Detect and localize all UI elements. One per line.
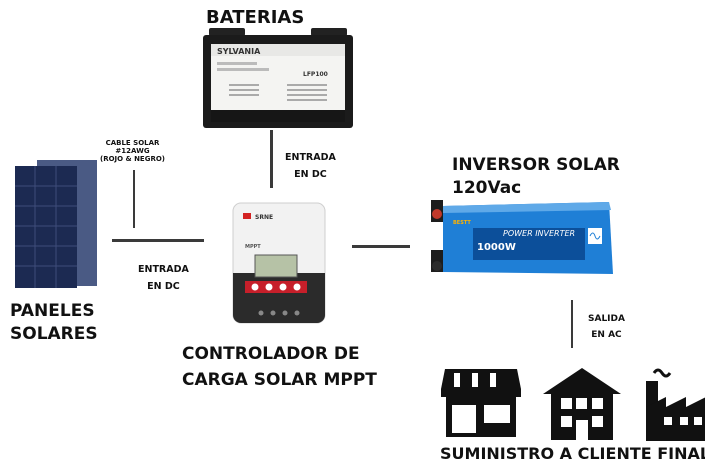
svg-text:MPPT: MPPT <box>245 244 261 250</box>
baterias-label: BATERIAS <box>206 7 305 28</box>
factory-icon <box>646 368 705 441</box>
controller-to-inverter-wire <box>352 245 410 248</box>
store-icon <box>441 369 521 437</box>
entrada-dc-bottom-label: ENTRADA EN DC <box>138 264 189 292</box>
svg-text:LFP100: LFP100 <box>303 71 328 78</box>
inversor-label: INVERSOR SOLAR 120Vac <box>452 155 620 198</box>
solar-panel-icon <box>15 160 97 288</box>
house-icon <box>543 368 621 440</box>
entrada-dc-top-label: ENTRADA EN DC <box>285 152 336 180</box>
controlador-label: CONTROLADOR DE CARGA SOLAR MPPT <box>182 344 377 390</box>
svg-text:POWER INVERTER: POWER INVERTER <box>503 229 575 238</box>
svg-text:BESTT: BESTT <box>453 220 471 226</box>
panel-cable-vertical <box>133 170 135 228</box>
battery-to-controller-wire <box>270 130 273 188</box>
suministro-label: SUMINISTRO A CLIENTE FINAL <box>440 444 705 463</box>
inverter-to-loads-wire <box>571 300 573 348</box>
cable-solar-label: CABLE SOLAR #12AWG (ROJO & NEGRO) <box>100 139 165 164</box>
svg-text:SYLVANIA: SYLVANIA <box>217 47 261 56</box>
salida-ac-label: SALIDA EN AC <box>588 314 625 341</box>
battery-icon: SYLVANIA LFP100 <box>203 28 353 128</box>
svg-text:1000W: 1000W <box>477 242 516 253</box>
charge-controller-icon: SRNE MPPT <box>232 202 326 324</box>
paneles-solares-label: PANELES SOLARES <box>10 301 98 344</box>
svg-text:SRNE: SRNE <box>255 214 273 221</box>
inverter-icon: POWER INVERTER 1000W BESTT <box>431 200 613 274</box>
panel-to-controller-wire <box>112 239 204 242</box>
